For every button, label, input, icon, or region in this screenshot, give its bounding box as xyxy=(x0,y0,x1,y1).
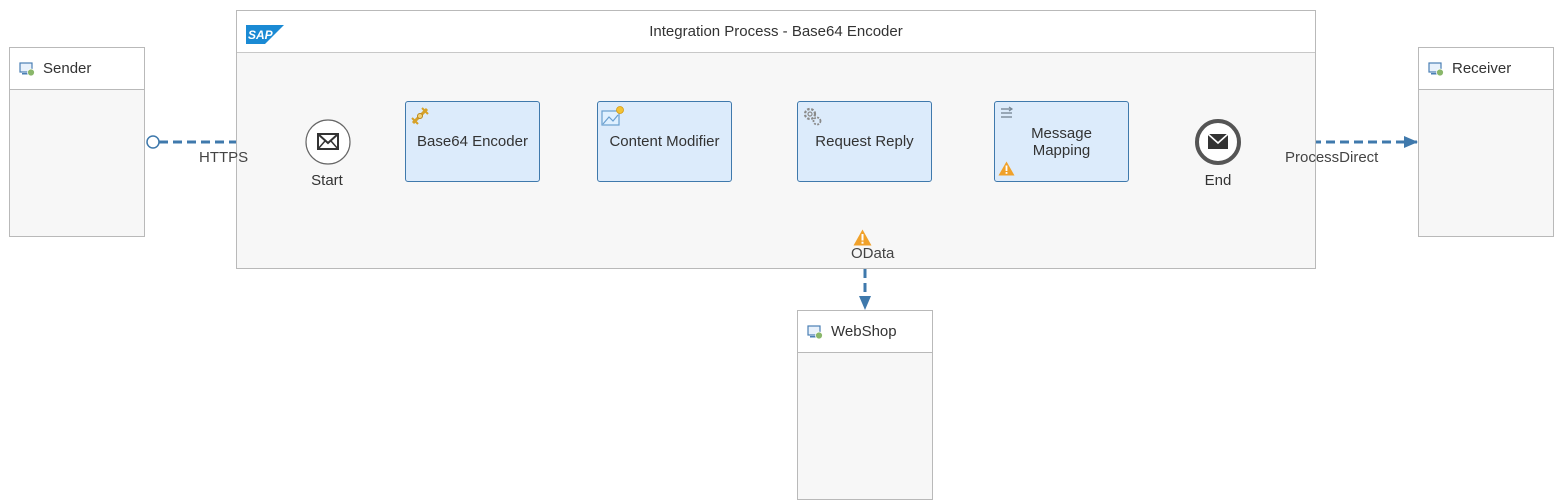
start-event[interactable] xyxy=(304,119,352,167)
end-label: End xyxy=(1204,172,1232,189)
step-label: Base64 Encoder xyxy=(417,133,528,150)
webshop-participant[interactable]: WebShop xyxy=(797,310,933,500)
sender-participant[interactable]: Sender xyxy=(9,47,145,237)
warning-icon[interactable] xyxy=(998,161,1015,176)
webshop-label: WebShop xyxy=(831,323,897,340)
step-request-reply[interactable]: Request Reply xyxy=(797,101,932,182)
content-modifier-icon xyxy=(601,106,624,126)
envelope-filled-icon xyxy=(1207,133,1229,149)
sender-header: Sender xyxy=(10,48,144,90)
system-icon xyxy=(1428,61,1444,76)
step-label: Request Reply xyxy=(815,133,914,150)
system-icon xyxy=(807,324,823,339)
receiver-header: Receiver xyxy=(1419,48,1553,90)
step-label: Content Modifier xyxy=(609,133,720,150)
step-content-modifier[interactable]: Content Modifier xyxy=(597,101,732,182)
system-icon xyxy=(19,61,35,76)
integration-process-pool[interactable]: SAP Integration Process - Base64 Encoder xyxy=(236,10,1316,269)
envelope-icon xyxy=(317,133,339,150)
end-event[interactable] xyxy=(1193,118,1243,168)
mapping-icon xyxy=(1001,106,1014,118)
connection-endpoint-icon xyxy=(146,135,160,149)
adapter-label-processdirect[interactable]: ProcessDirect xyxy=(1285,149,1379,166)
adapter-label-https[interactable]: HTTPS xyxy=(199,149,249,166)
step-label: Message Mapping xyxy=(1031,124,1092,159)
sender-label: Sender xyxy=(43,60,92,77)
webshop-header: WebShop xyxy=(798,311,932,353)
pool-header: SAP Integration Process - Base64 Encoder xyxy=(237,11,1315,53)
receiver-label: Receiver xyxy=(1452,60,1512,77)
start-label: Start xyxy=(311,172,343,189)
script-converter-icon xyxy=(411,107,429,125)
warning-icon[interactable] xyxy=(853,229,872,246)
step-base64-encoder[interactable]: Base64 Encoder xyxy=(405,101,540,182)
step-message-mapping[interactable]: Message Mapping xyxy=(994,101,1129,182)
receiver-participant[interactable]: Receiver xyxy=(1418,47,1554,237)
process-title: Integration Process - Base64 Encoder xyxy=(649,23,903,40)
adapter-label-odata[interactable]: OData xyxy=(851,245,895,262)
sap-logo-icon: SAP xyxy=(246,25,284,44)
gear-icon xyxy=(803,107,822,126)
svg-text:SAP: SAP xyxy=(248,28,274,42)
